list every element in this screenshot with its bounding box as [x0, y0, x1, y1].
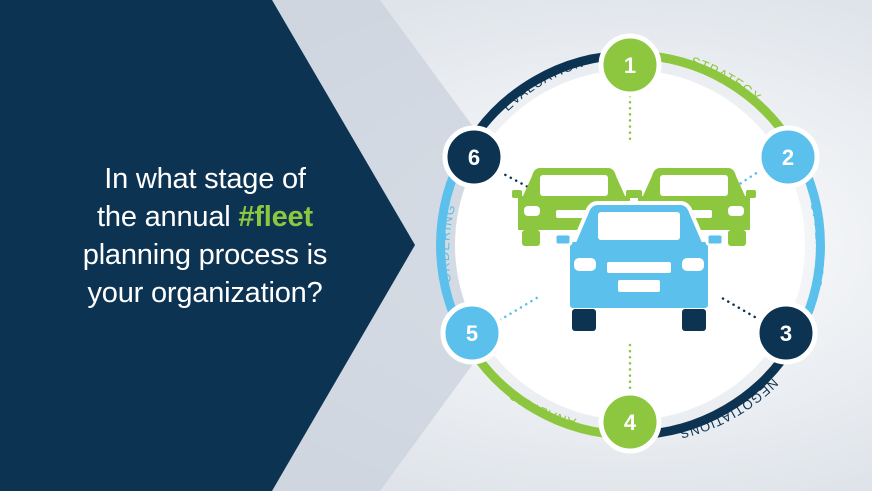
connector-3: [720, 296, 762, 322]
stage-number: 3: [780, 321, 792, 346]
stage-node-6: 6: [442, 125, 506, 189]
dotted-connectors: [498, 94, 763, 394]
connector-5: [498, 294, 542, 322]
headline-question: In what stage of the annual #fleet plann…: [30, 160, 380, 312]
stage-node-2: 2: [756, 125, 820, 189]
headline-line-3: planning process is: [82, 239, 328, 271]
chevron-shadow: [272, 0, 560, 491]
connector-2: [733, 168, 763, 189]
stage-node-5: 5: [440, 301, 504, 365]
navy-chevron-panel: [0, 0, 415, 491]
stage-node-1: 1: [598, 33, 662, 97]
stage-number: 1: [624, 53, 636, 78]
headline-line-4: your organization?: [87, 277, 323, 309]
headline-line-2: the annual #fleet: [30, 198, 380, 236]
stage-number: 6: [468, 145, 480, 170]
fleet-hashtag: #fleet: [238, 201, 313, 233]
stage-node-4: 4: [598, 390, 662, 454]
connector-6: [498, 170, 530, 189]
stage-number: 2: [782, 145, 794, 170]
headline-line-2-prefix: the annual: [97, 201, 239, 233]
stage-number: 5: [466, 321, 478, 346]
blue-car-front-icon: [553, 201, 725, 331]
stage-number: 4: [624, 410, 637, 435]
headline-line-1: In what stage of: [104, 163, 306, 195]
stage-node-3: 3: [754, 301, 818, 365]
